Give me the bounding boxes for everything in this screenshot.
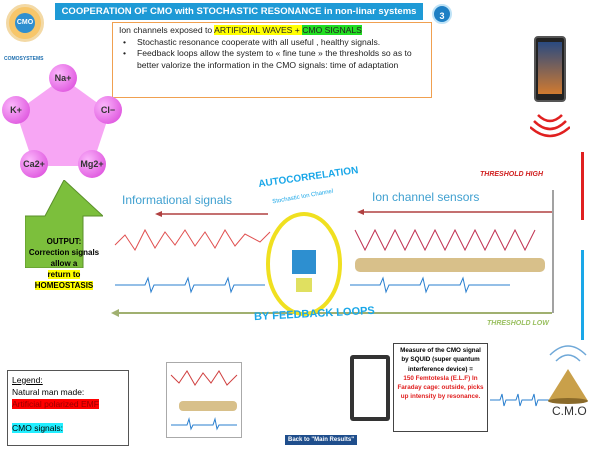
info-intro: Ion channels exposed to ARTIFICIAL WAVES… [119,25,362,35]
threshold-low: THRESHOLD LOW [487,320,549,327]
page-title: COOPERATION OF CMO with STOCHASTIC RESON… [55,3,423,20]
phone-icon [534,36,566,102]
legend-artificial: Artificial polarized EMF [12,399,99,409]
cmo-label: C.M.O [552,404,587,418]
bullet: Feedback loops allow the system to « fin… [119,48,425,71]
ion-k: K+ [2,96,30,124]
cmo-signal [115,276,265,294]
logo-subtitle: COMOSYSTEMS [4,56,44,62]
ion-pentagon: Na+ K+ Cl− Ca2+ Mg2+ [2,64,122,180]
informational-signals-label: Informational signals [122,193,233,207]
legend: Legend: Natural man made: Artificial pol… [7,370,129,446]
phone-waves-icon [530,114,570,138]
cmo-cone-icon [548,345,588,404]
ion-cl: Cl− [94,96,122,124]
logo-text: CMO [15,13,35,33]
ion-channel-chain [355,258,545,272]
down-arrow-red [581,152,584,220]
back-to-main-results-button[interactable]: Back to "Main Results" [285,435,358,445]
cmo-logo: CMO [6,4,44,42]
legend-cmo: CMO signals: [12,423,64,433]
output-arrow [25,180,103,268]
signal-diagram [111,190,554,317]
up-arrow-blue [581,250,584,340]
ion-channel-sensors-label: Ion channel sensors [372,190,480,204]
highlight-artificial: ARTIFICIAL WAVES [214,25,293,35]
cmo-signal-small [490,393,550,407]
bullet: Stochastic resonance cooperate with all … [119,37,425,49]
tablet-icon [350,355,390,421]
threshold-high: THRESHOLD HIGH [480,171,543,178]
info-box: Ion channels exposed to ARTIFICIAL WAVES… [112,22,432,98]
ion-na: Na+ [49,64,77,92]
sensor-signal [354,228,536,252]
ion-mg: Mg2+ [78,150,106,178]
informational-signal [114,228,271,251]
measure-box: Measure of the CMO signal by SQUID (supe… [393,343,488,432]
page-number-badge: 3 [432,4,452,24]
ion-ca: Ca2+ [20,150,48,178]
legend-signals-image [166,362,242,438]
highlight-cmo: CMO SIGNALS [302,25,362,35]
